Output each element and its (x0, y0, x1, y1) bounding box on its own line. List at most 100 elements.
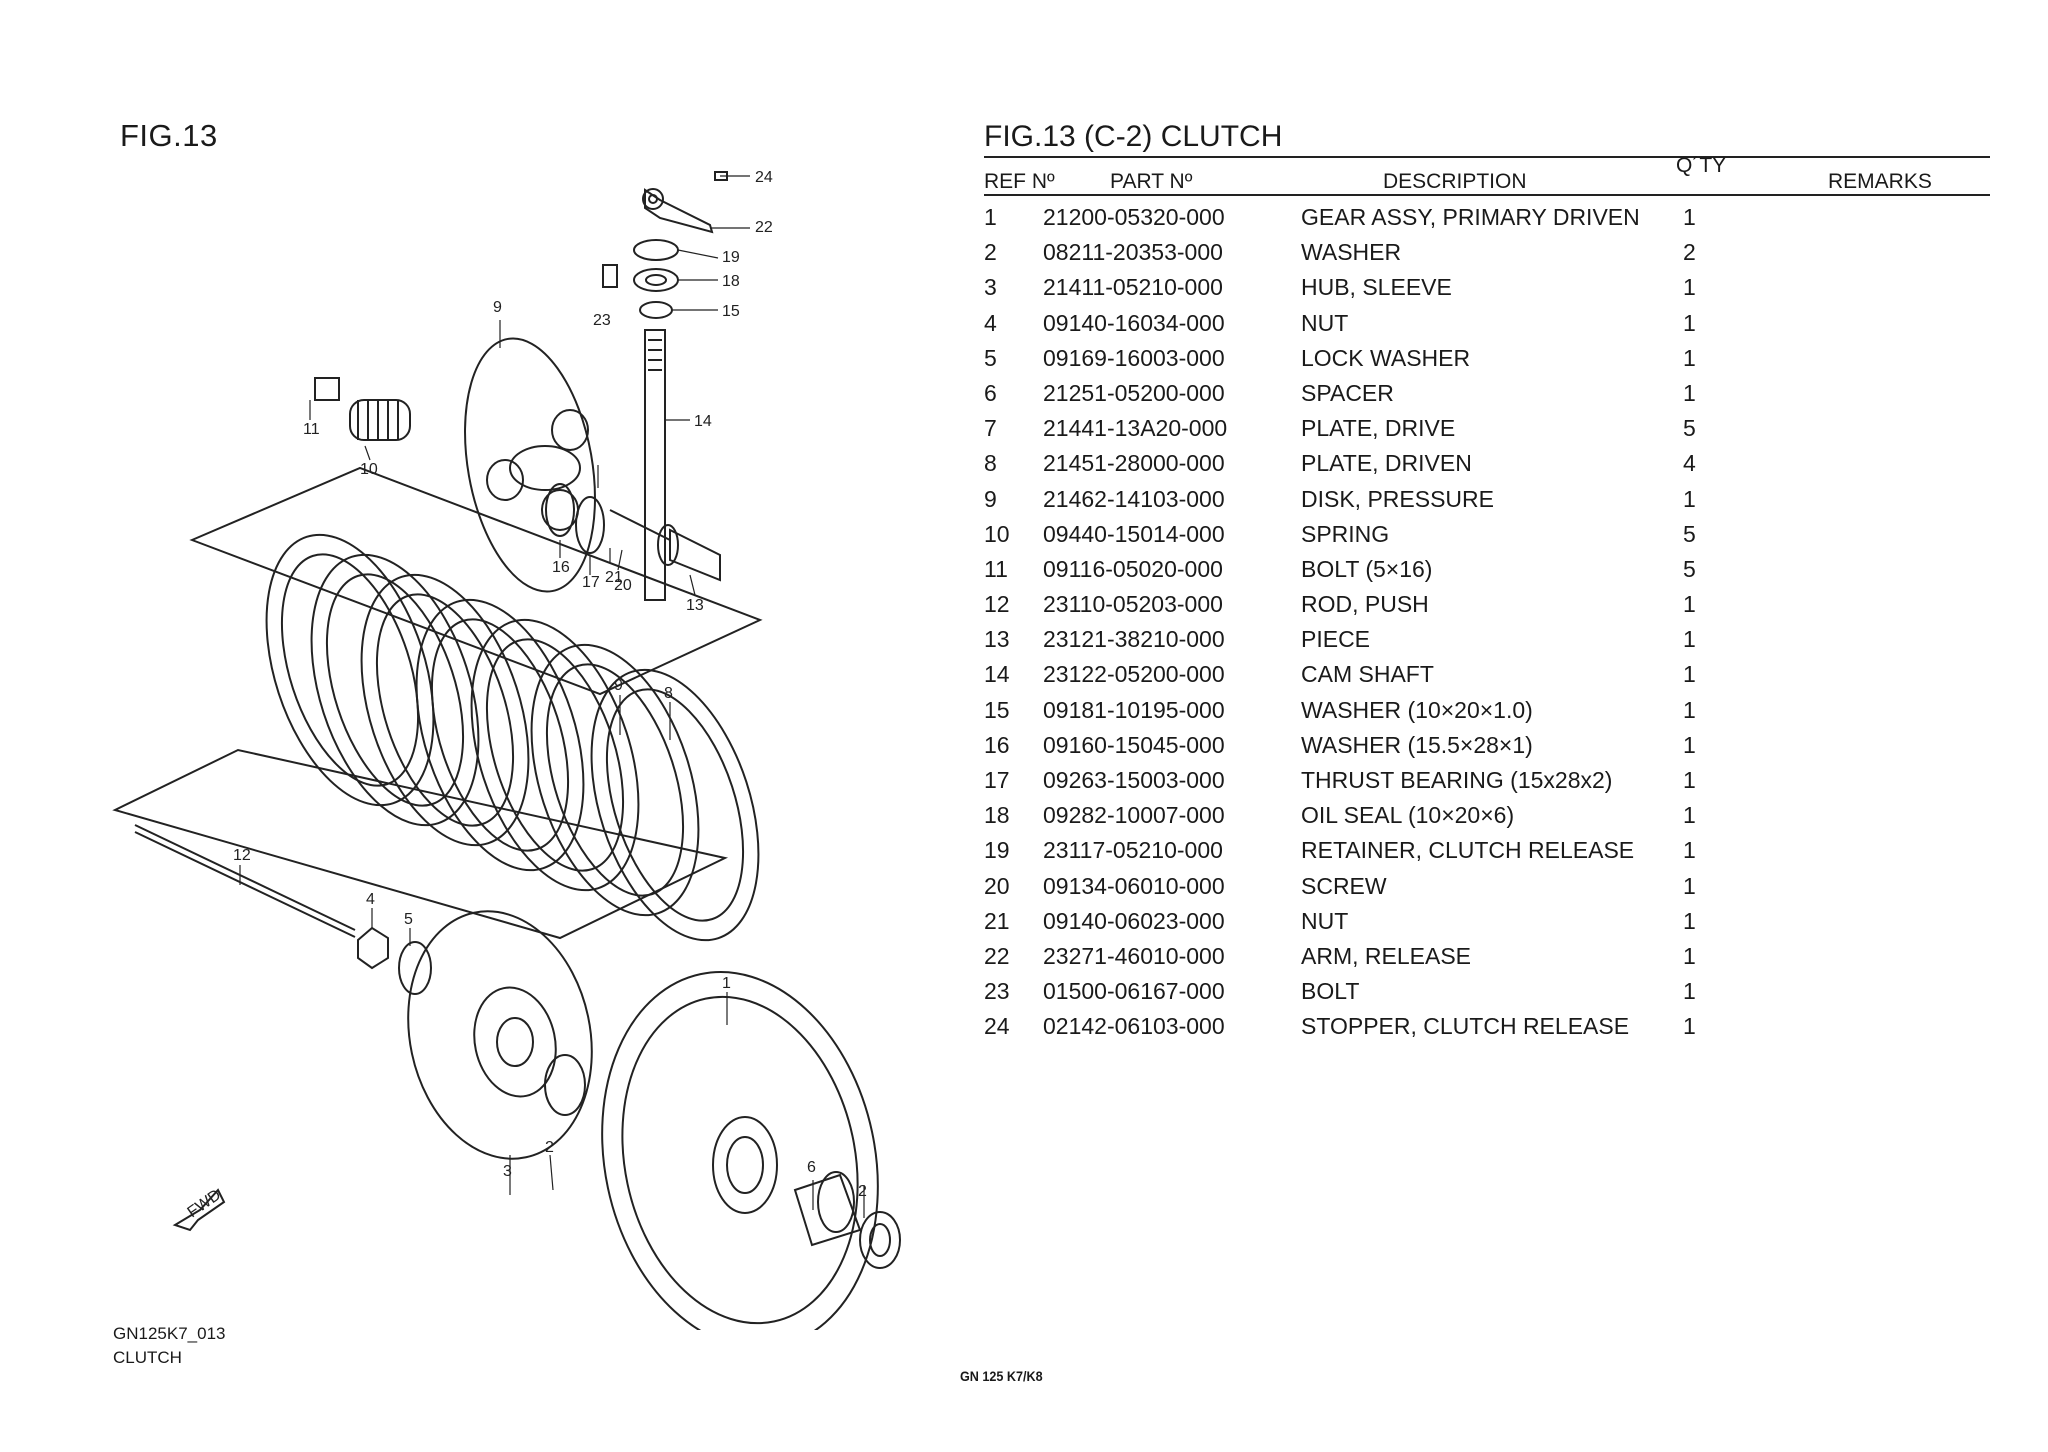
title-rule (984, 156, 1990, 158)
qty-cell: 2 (1683, 239, 1696, 266)
qty-cell: 1 (1683, 731, 1696, 758)
callout-14: 14 (694, 413, 712, 430)
qty-cell: 1 (1683, 802, 1696, 829)
part-number-cell: 09181-10195-000 (1043, 696, 1225, 723)
callout-12: 12 (233, 847, 251, 864)
description-cell: NUT (1301, 309, 1349, 336)
part-number-cell: 23110-05203-000 (1043, 591, 1223, 618)
clutch-exploded-diagram: 24 22 19 18 15 23 9 14 11 10 16 17 21 20… (112, 169, 901, 1330)
qty-cell: 1 (1683, 978, 1696, 1005)
oil-seal (633, 268, 679, 292)
header-ref: REF Nº (984, 170, 1055, 193)
part-number-cell: 23117-05210-000 (1043, 837, 1223, 864)
pressure-disk (464, 337, 596, 593)
description-cell: NUT (1301, 907, 1349, 934)
part-number-cell: 02142-06103-000 (1043, 1013, 1225, 1040)
description-cell: RETAINER, CLUTCH RELEASE (1301, 837, 1635, 864)
washer-2 (544, 1054, 586, 1116)
description-cell: THRUST BEARING (15x28x2) (1301, 767, 1613, 793)
description-cell: ARM, RELEASE (1301, 942, 1471, 969)
ref-cell: 13 (984, 626, 1010, 653)
description-cell: HUB, SLEEVE (1301, 274, 1452, 301)
qty-cell: 5 (1683, 555, 1696, 582)
part-number-cell: 08211-20353-000 (1043, 239, 1223, 266)
description-cell: OIL SEAL (10×20×6) (1301, 802, 1515, 829)
part-number-cell: 21451-28000-000 (1043, 450, 1225, 477)
part-number-cell: 09263-15003-000 (1043, 767, 1225, 793)
release-arm (644, 188, 714, 234)
callout-labels: 24 22 19 18 15 23 9 14 11 10 16 17 21 20… (185, 169, 867, 1221)
part-number-cell: 09140-16034-000 (1043, 309, 1225, 336)
qty-cell: 1 (1683, 837, 1696, 864)
description-cell: GEAR ASSY, PRIMARY DRIVEN (1301, 204, 1640, 230)
callout-10: 10 (360, 461, 378, 478)
page-footer: GN 125 K7/K8 (960, 1368, 1043, 1384)
description-cell: WASHER (15.5×28×1) (1301, 731, 1533, 758)
diagram-name: CLUTCH (113, 1348, 182, 1367)
washer-15 (639, 301, 673, 319)
qty-cell: 1 (1683, 274, 1696, 301)
spacer (793, 1173, 862, 1247)
qty-cell: 1 (1683, 661, 1696, 688)
description-cell: DISK, PRESSURE (1301, 485, 1494, 512)
ref-cell: 10 (984, 520, 1010, 547)
lower-frame (112, 748, 729, 940)
ref-cell: 1 (984, 204, 997, 230)
callout-16: 16 (552, 559, 570, 576)
ref-cell: 11 (984, 555, 1008, 582)
callout-19: 19 (722, 249, 740, 266)
push-rod (134, 824, 356, 938)
qty-cell: 1 (1683, 626, 1696, 653)
qty-cell: 5 (1683, 415, 1696, 442)
description-cell: PLATE, DRIVE (1301, 415, 1456, 442)
description-cell: SPRING (1301, 520, 1390, 547)
plate-stack-frame (189, 466, 763, 696)
qty-cell: 1 (1683, 204, 1696, 230)
qty-cell: 4 (1683, 450, 1696, 477)
ref-cell: 12 (984, 591, 1010, 618)
ref-cell: 9 (984, 485, 997, 512)
header-remarks: REMARKS (1828, 170, 1932, 193)
ref-cell: 15 (984, 696, 1010, 723)
ref-cell: 16 (984, 731, 1010, 758)
ref-cell: 18 (984, 802, 1010, 829)
fwd-arrow (172, 1188, 226, 1232)
part-number-cell: 09282-10007-000 (1043, 802, 1225, 829)
ref-cell: 21 (984, 907, 1010, 934)
ref-cell: 8 (984, 450, 997, 477)
ref-cell: 20 (984, 872, 1010, 899)
qty-cell: 1 (1683, 344, 1696, 371)
callout-1: 1 (722, 975, 731, 992)
part-number-cell: 23121-38210-000 (1043, 626, 1225, 653)
callout-24: 24 (755, 169, 773, 186)
part-number-cell: 21200-05320-000 (1043, 204, 1225, 230)
sleeve-hub (407, 910, 593, 1160)
description-cell: STOPPER, CLUTCH RELEASE (1301, 1013, 1630, 1040)
description-cell: LOCK WASHER (1301, 344, 1471, 371)
description-cell: WASHER (10×20×1.0) (1301, 696, 1533, 723)
qty-cell: 1 (1683, 907, 1696, 934)
ref-cell: 14 (984, 661, 1010, 688)
plate (590, 668, 760, 942)
callout-20: 20 (614, 577, 632, 594)
part-number-cell: 09116-05020-000 (1043, 555, 1223, 582)
table-row: 18 09282-10007-000 OIL SEAL (10×20×6) 1 (984, 800, 1990, 835)
callout-2b: 2 (858, 1183, 867, 1200)
part-number-cell: 21251-05200-000 (1043, 379, 1225, 406)
part-number-cell: 09440-15014-000 (1043, 520, 1225, 547)
callout-5: 5 (404, 911, 413, 928)
callout-17: 17 (582, 574, 600, 591)
